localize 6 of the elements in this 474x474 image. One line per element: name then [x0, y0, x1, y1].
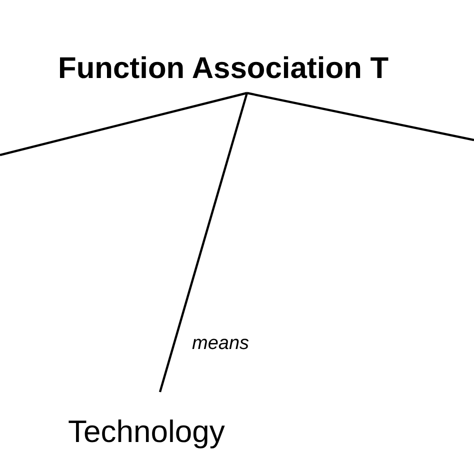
- connector-line: [158, 92, 248, 392]
- title-text: Function Association T: [58, 44, 389, 93]
- connector-line: [246, 92, 474, 142]
- connector-line: [0, 92, 248, 156]
- node-text: Technology: [68, 392, 225, 472]
- edge-label: means: [192, 333, 250, 355]
